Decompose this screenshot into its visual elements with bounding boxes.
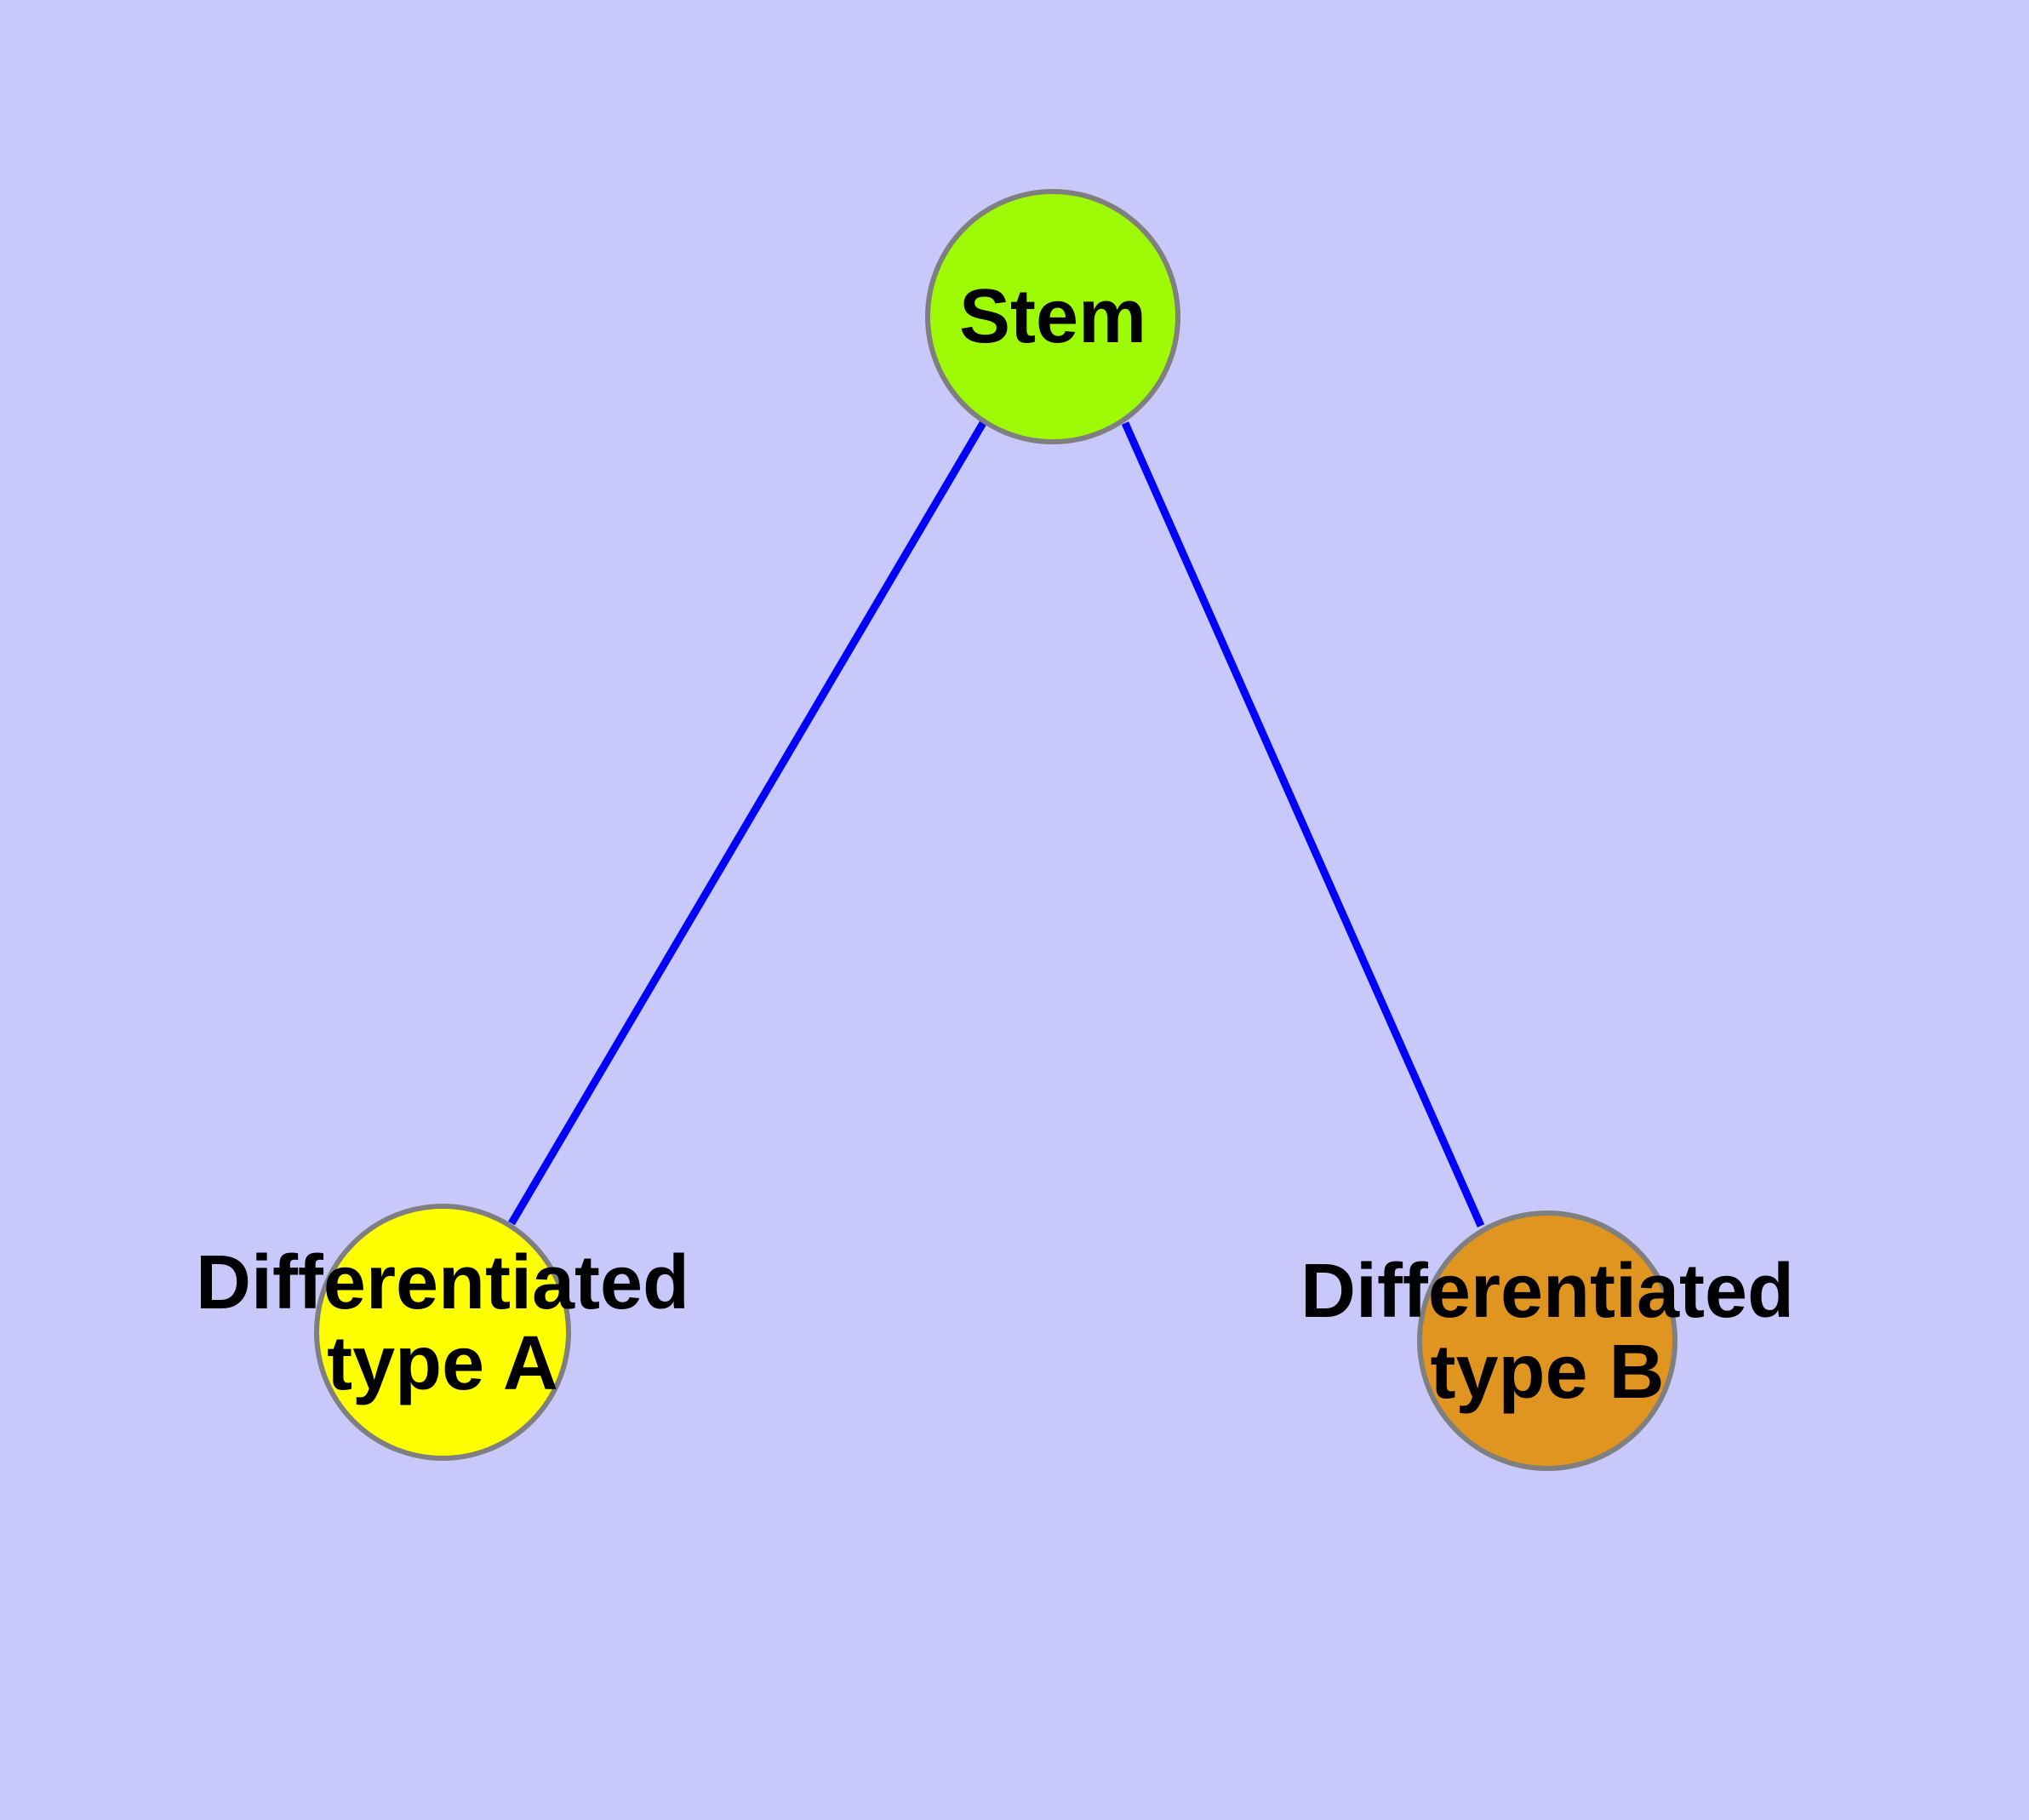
node-diff-b-circle[interactable]: [1417, 1210, 1677, 1471]
node-layer: [314, 189, 1677, 1471]
edge-stem-to-diff-a[interactable]: [508, 421, 986, 1226]
edge-stem-to-diff-b[interactable]: [1121, 421, 1485, 1228]
edge-layer: [508, 421, 1485, 1228]
node-diff-a-circle[interactable]: [314, 1204, 571, 1461]
node-stem-circle[interactable]: [925, 189, 1180, 444]
